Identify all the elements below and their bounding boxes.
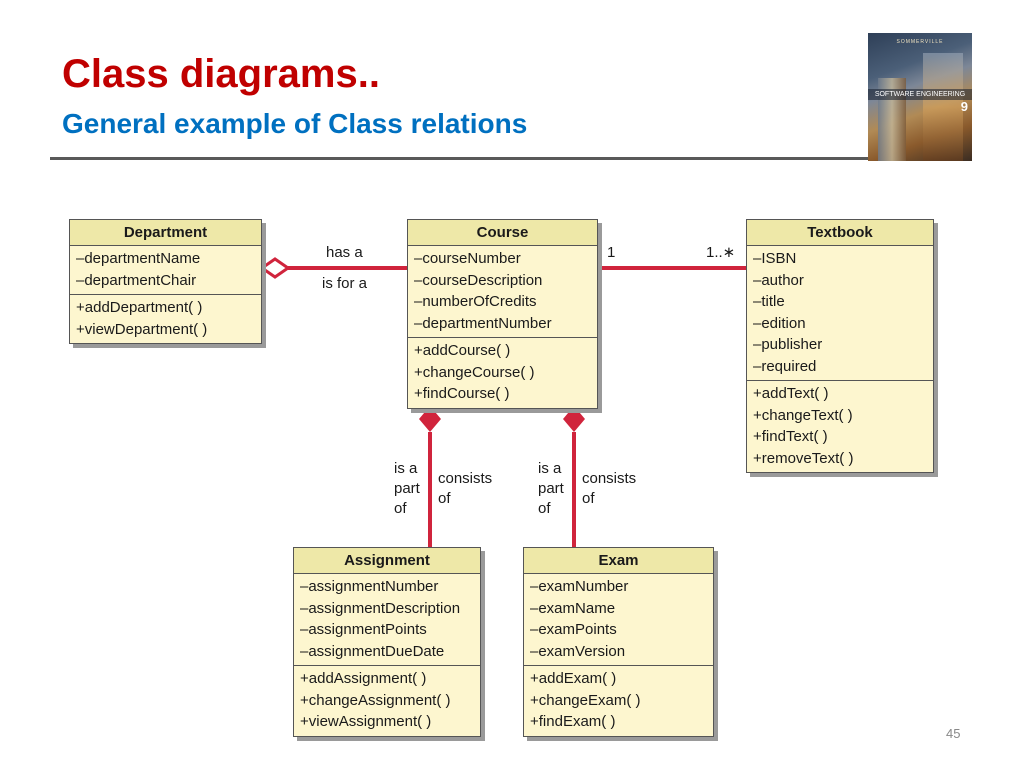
label-line: is a (538, 460, 562, 477)
operation: +changeCourse( ) (414, 363, 535, 381)
class-exam: Exam –examNumber –examName –examPoints –… (523, 547, 714, 737)
slide-title: Class diagrams.. (62, 52, 380, 96)
operation: +findText( ) (753, 428, 828, 445)
exam-part-of-label: is a part of (538, 459, 564, 519)
operations-section: +addCourse( ) +changeCourse( ) +findCour… (408, 338, 597, 408)
attributes-section: –departmentName –departmentChair (70, 246, 261, 295)
attribute: –assignmentNumber (300, 578, 439, 595)
operations-section: +addText( ) +changeText( ) +findText( ) … (747, 381, 933, 472)
attributes-section: –courseNumber –courseDescription –number… (408, 246, 597, 338)
label-line: of (538, 500, 551, 517)
attribute: –author (753, 271, 804, 289)
class-name: Textbook (747, 220, 933, 246)
book-cover-title: SOFTWARE ENGINEERING (868, 89, 972, 100)
attributes-section: –examNumber –examName –examPoints –examV… (524, 574, 713, 666)
book-cover-image: SOMMERVILLE SOFTWARE ENGINEERING 9 (868, 33, 972, 161)
operation: +viewDepartment( ) (76, 320, 208, 338)
class-name: Assignment (294, 548, 480, 574)
label-line: of (438, 490, 451, 507)
operation: +findCourse( ) (414, 385, 510, 402)
book-cover-author: SOMMERVILLE (896, 39, 944, 45)
attribute: –edition (753, 314, 806, 332)
attribute: –examVersion (530, 642, 626, 660)
label-line: is a (394, 460, 418, 477)
label-line: consists (438, 470, 493, 487)
operation: +removeText( ) (753, 449, 854, 467)
attributes-section: –assignmentNumber –assignmentDescription… (294, 574, 480, 666)
multiplicity-course-end: 1 (607, 244, 616, 261)
attribute: –departmentChair (76, 271, 197, 289)
assignment-consists-of-label: consists of (438, 469, 492, 509)
aggregation-diamond (259, 257, 291, 279)
relation-label-has-a: has a (326, 244, 363, 261)
relation-label-is-for-a: is for a (322, 275, 368, 292)
attribute: –departmentNumber (414, 314, 552, 332)
label-line: part (394, 480, 420, 497)
slide-subtitle: General example of Class relations (62, 108, 528, 139)
attribute: –ISBN (753, 250, 797, 267)
operation: +changeAssignment( ) (300, 691, 451, 709)
operations-section: +addAssignment( ) +changeAssignment( ) +… (294, 666, 480, 736)
assignment-part-of-label: is a part of (394, 459, 420, 519)
operations-section: +addDepartment( ) +viewDepartment( ) (70, 295, 261, 343)
class-course: Course –courseNumber –courseDescription … (407, 219, 598, 409)
attribute: –departmentName (76, 250, 201, 267)
operation: +addExam( ) (530, 670, 617, 687)
label-line: of (394, 500, 407, 517)
title-divider (50, 157, 872, 160)
class-name: Department (70, 220, 261, 246)
operation: +changeExam( ) (530, 691, 641, 709)
attribute: –required (753, 357, 817, 375)
book-cover-edition: 9 (960, 99, 968, 114)
attribute: –publisher (753, 336, 823, 353)
multiplicity-textbook-end: 1..∗ (706, 244, 736, 261)
attribute: –numberOfCredits (414, 293, 537, 310)
page-number: 45 (946, 726, 961, 741)
attribute: –examName (530, 599, 616, 617)
class-textbook: Textbook –ISBN –author –title –edition –… (746, 219, 934, 473)
label-line: part (538, 480, 564, 497)
operations-section: +addExam( ) +changeExam( ) +findExam( ) (524, 666, 713, 736)
operation: +changeText( ) (753, 406, 853, 424)
exam-consists-of-label: consists of (582, 469, 636, 509)
class-name: Course (408, 220, 597, 246)
class-assignment: Assignment –assignmentNumber –assignment… (293, 547, 481, 737)
composition-diamond-exam (563, 406, 585, 432)
attribute: –assignmentPoints (300, 621, 427, 638)
attributes-section: –ISBN –author –title –edition –publisher… (747, 246, 933, 381)
operation: +addText( ) (753, 385, 829, 402)
composition-diamond-assignment (419, 406, 441, 432)
operation: +findExam( ) (530, 713, 616, 730)
attribute: –examPoints (530, 621, 617, 638)
attribute: –assignmentDescription (300, 599, 461, 617)
attribute: –title (753, 293, 785, 310)
label-line: of (582, 490, 595, 507)
class-name: Exam (524, 548, 713, 574)
attribute: –examNumber (530, 578, 629, 595)
attribute: –assignmentDueDate (300, 642, 445, 660)
attribute: –courseNumber (414, 250, 521, 267)
operation: +addAssignment( ) (300, 670, 427, 687)
class-department: Department –departmentName –departmentCh… (69, 219, 262, 344)
operation: +viewAssignment( ) (300, 713, 432, 730)
label-line: consists (582, 470, 637, 487)
attribute: –courseDescription (414, 271, 543, 289)
operation: +addCourse( ) (414, 342, 511, 359)
operation: +addDepartment( ) (76, 299, 203, 316)
